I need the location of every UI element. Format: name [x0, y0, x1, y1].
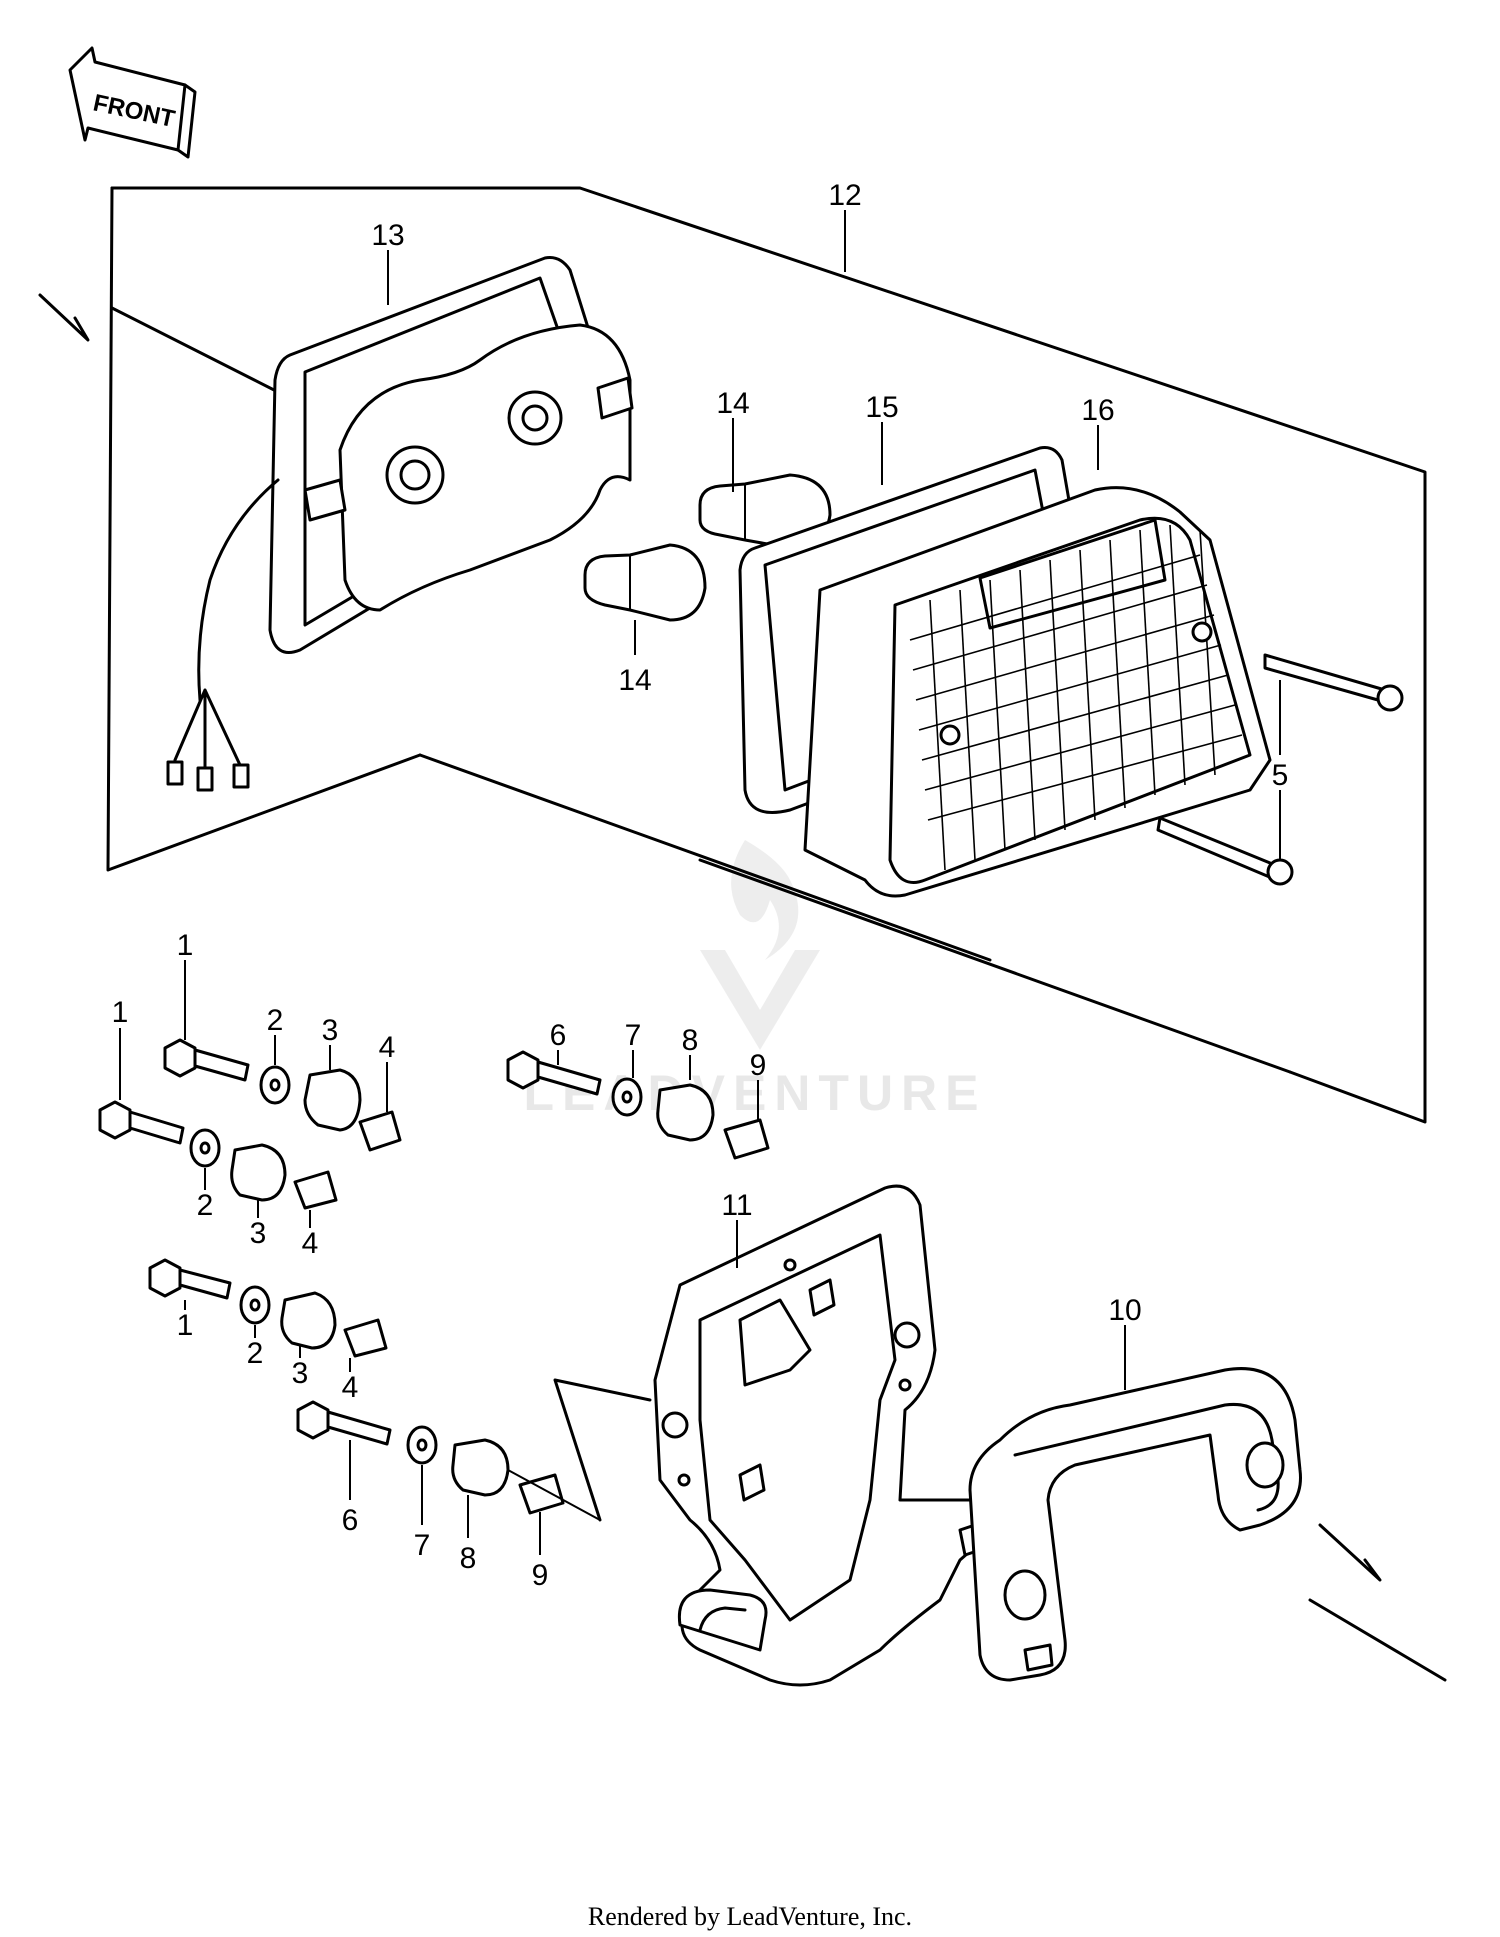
callout-2: 2: [247, 1337, 264, 1370]
callout-14: 14: [716, 387, 749, 420]
callout-2: 2: [197, 1189, 214, 1222]
callout-6: 6: [342, 1504, 359, 1537]
bracket-11: [653, 1184, 1002, 1687]
bolt-set-upper-left: [98, 1038, 402, 1358]
callout-11: 11: [721, 1189, 752, 1222]
callout-2: 2: [267, 1004, 284, 1037]
callout-13: 13: [371, 219, 404, 252]
front-arrow-icon: FRONT: [68, 46, 197, 159]
assembly-12-outline: [38, 186, 1427, 1124]
callout-12: 12: [828, 179, 861, 212]
callout-3: 3: [292, 1357, 309, 1390]
screw-5-lower: [1156, 816, 1294, 886]
callout-5: 5: [1272, 759, 1289, 792]
screw-5-upper: [1263, 653, 1404, 712]
watermark-text: LEADVENTURE: [523, 1065, 986, 1121]
callout-7: 7: [625, 1019, 642, 1052]
callout-9: 9: [532, 1559, 549, 1592]
lens-grid: [909, 524, 1243, 871]
watermark: LEADVENTURE: [523, 840, 986, 1121]
callout-4: 4: [379, 1031, 396, 1064]
callout-4: 4: [302, 1227, 319, 1260]
callout-8: 8: [460, 1542, 477, 1575]
direction-arrows-lower: [553, 1378, 1447, 1682]
leader-lines-upper: [387, 250, 1099, 655]
frame-10: [968, 1367, 1302, 1682]
lens-16: [803, 486, 1272, 898]
callout-10: 10: [1108, 1294, 1141, 1327]
callout-14: 14: [618, 664, 651, 697]
bolt-set-6-9-lower: [296, 1400, 601, 1521]
callout-4: 4: [342, 1371, 359, 1404]
callout-7: 7: [414, 1529, 431, 1562]
bulb-14-upper: [698, 473, 832, 550]
callout-15: 15: [865, 391, 898, 424]
callout-9: 9: [750, 1049, 767, 1082]
callout-labels: 1 1 1 2 2 2 3 3 3 4 4 4 5 6 6 7 7 8 8 9 …: [112, 179, 1289, 1592]
leader-lines-lower: [119, 960, 1126, 1555]
callout-1: 1: [177, 929, 194, 962]
bolt-set-6-9-upper: [506, 1050, 770, 1160]
footer-credit: Rendered by LeadVenture, Inc.: [588, 1902, 912, 1931]
callout-8: 8: [682, 1024, 699, 1057]
callout-16: 16: [1081, 394, 1114, 427]
callout-3: 3: [250, 1217, 267, 1250]
callout-1: 1: [177, 1309, 194, 1342]
callout-1: 1: [112, 996, 129, 1029]
callout-6: 6: [550, 1019, 567, 1052]
lamp-housing-13: [166, 256, 634, 792]
callout-3: 3: [322, 1014, 339, 1047]
bulb-14-lower: [583, 543, 707, 622]
